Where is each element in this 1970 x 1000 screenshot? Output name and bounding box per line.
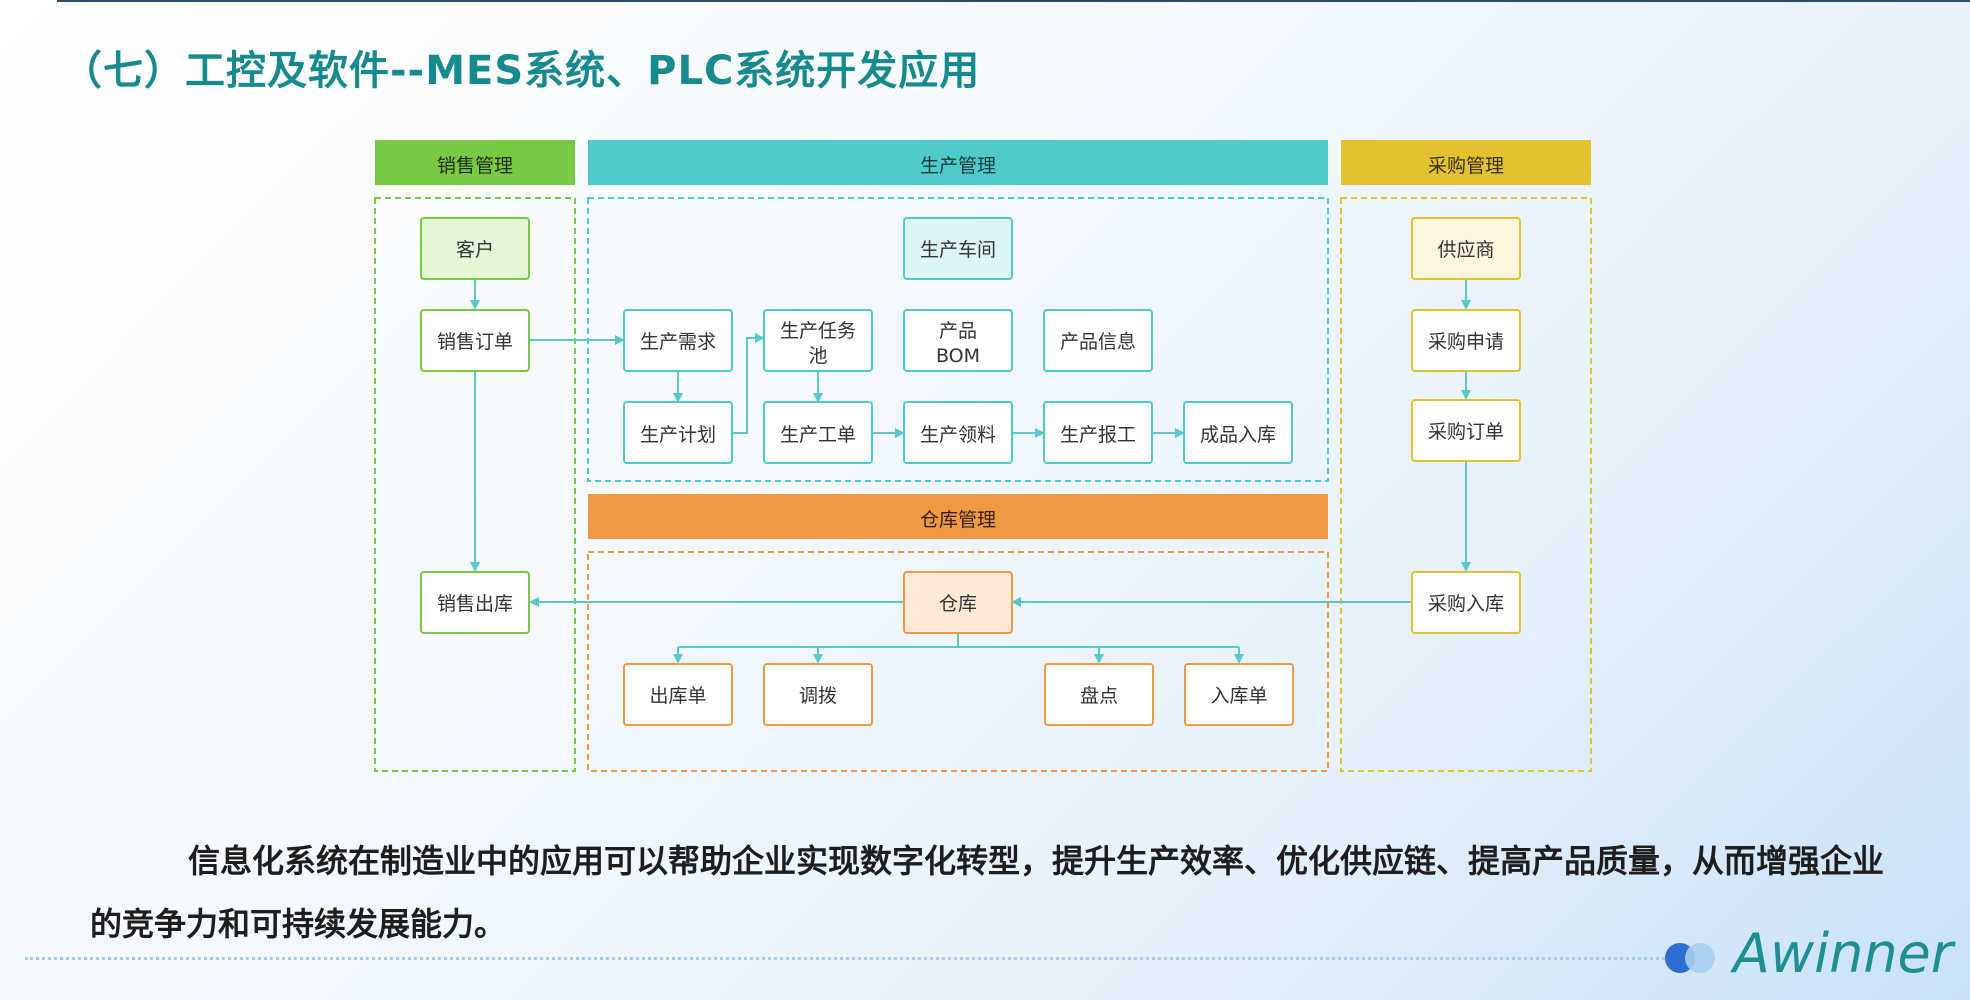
page-title: （七）工控及软件--MES系统、PLC系统开发应用 <box>62 48 981 94</box>
node-purchase-in: 采购入库 <box>1411 571 1521 634</box>
awinner-logo: Awinner <box>1665 922 1953 985</box>
node-supplier: 供应商 <box>1411 217 1521 280</box>
node-prod-workshop: 生产车间 <box>903 217 1013 280</box>
svg-text:出库单: 出库单 <box>649 685 706 707</box>
svg-text:盘点: 盘点 <box>1080 685 1118 707</box>
svg-text:销售订单: 销售订单 <box>437 331 513 353</box>
node-sales-out: 销售出库 <box>420 571 530 634</box>
node-warehouse: 仓库 <box>903 571 1013 634</box>
svg-text:生产车间: 生产车间 <box>920 239 996 261</box>
node-prod-workorder: 生产工单 <box>763 401 873 464</box>
node-prod-task-pool: 生产任务 池 <box>763 309 873 372</box>
svg-text:产品: 产品 <box>939 320 977 342</box>
svg-text:采购订单: 采购订单 <box>1428 421 1504 443</box>
svg-text:生产计划: 生产计划 <box>640 424 716 446</box>
region-warehouse <box>587 551 1329 772</box>
summary-paragraph: 信息化系统在制造业中的应用可以帮助企业实现数字化转型，提升生产效率、优化供应链、… <box>90 842 1885 943</box>
svg-text:入库单: 入库单 <box>1210 685 1267 707</box>
node-purchase-request: 采购申请 <box>1411 309 1521 372</box>
arrow-plan-to-task-pool <box>731 333 765 434</box>
node-purchase-order: 采购订单 <box>1411 399 1521 462</box>
node-stocktake: 盘点 <box>1044 663 1154 726</box>
svg-text:生产需求: 生产需求 <box>640 331 716 353</box>
node-customer: 客户 <box>420 217 530 280</box>
node-product-info: 产品信息 <box>1043 309 1153 372</box>
svg-text:采购申请: 采购申请 <box>1428 331 1504 353</box>
svg-text:成品入库: 成品入库 <box>1200 424 1276 446</box>
node-transfer: 调拨 <box>763 663 873 726</box>
svg-text:销售出库: 销售出库 <box>437 593 513 615</box>
top-rule <box>57 0 1970 2</box>
svg-text:池: 池 <box>808 345 827 367</box>
node-sales-order: 销售订单 <box>420 309 530 372</box>
svg-text:供应商: 供应商 <box>1437 239 1494 261</box>
node-out-bill: 出库单 <box>623 663 733 726</box>
section-label: 仓库管理 <box>920 509 996 531</box>
connectors <box>470 279 1471 664</box>
svg-text:生产领料: 生产领料 <box>920 424 996 446</box>
svg-text:产品信息: 产品信息 <box>1060 331 1136 353</box>
node-prod-material: 生产领料 <box>903 401 1013 464</box>
section-header-production: 生产管理 <box>588 140 1328 185</box>
region-purchase <box>1340 197 1592 772</box>
svg-text:仓库: 仓库 <box>939 593 977 615</box>
node-prod-plan: 生产计划 <box>623 401 733 464</box>
logo-dot-light-icon <box>1685 943 1715 973</box>
footer-dotted-rule <box>25 957 1665 960</box>
section-label: 采购管理 <box>1428 155 1504 177</box>
svg-text:调拨: 调拨 <box>799 685 837 707</box>
svg-text:采购入库: 采购入库 <box>1428 593 1504 615</box>
svg-text:生产任务: 生产任务 <box>780 320 856 342</box>
section-header-sales: 销售管理 <box>375 140 575 185</box>
svg-text:BOM: BOM <box>936 345 980 367</box>
section-header-purchase: 采购管理 <box>1341 140 1591 185</box>
node-product-bom: 产品 BOM <box>903 309 1013 372</box>
svg-text:客户: 客户 <box>456 239 494 261</box>
node-prod-demand: 生产需求 <box>623 309 733 372</box>
region-sales <box>374 197 576 772</box>
node-prod-report: 生产报工 <box>1043 401 1153 464</box>
node-in-bill: 入库单 <box>1184 663 1294 726</box>
node-finished-in: 成品入库 <box>1183 401 1293 464</box>
section-header-warehouse: 仓库管理 <box>588 494 1328 539</box>
section-label: 销售管理 <box>437 155 513 177</box>
logo-text: Awinner <box>1733 922 1953 985</box>
svg-text:生产报工: 生产报工 <box>1060 424 1136 446</box>
section-label: 生产管理 <box>920 155 996 177</box>
svg-text:生产工单: 生产工单 <box>780 424 856 446</box>
